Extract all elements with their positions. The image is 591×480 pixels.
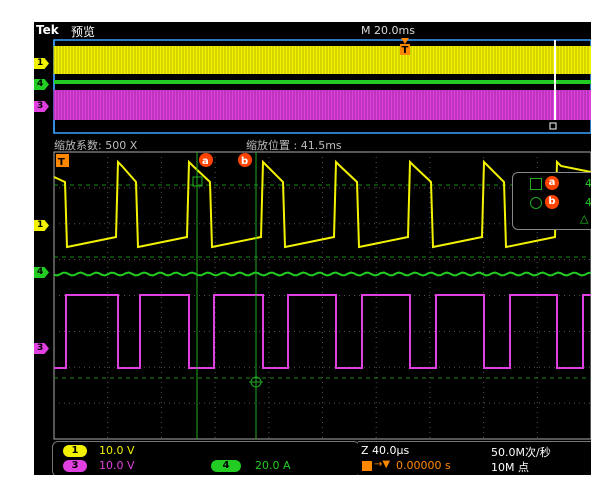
trigger-marker-icon [401,38,409,44]
cursor-a-marker [199,153,213,167]
trigger-t-icon [400,44,410,55]
zoom-factor-label: 缩放系数: 500 X [54,139,138,152]
ch4-zoom-marker[interactable]: 4 [34,267,49,278]
ch4-overview-marker[interactable]: 4 [34,79,49,90]
waveform-display[interactable]: T a b T [34,22,591,475]
sample-rate: 50.0M次/秒 [491,446,551,459]
ch1-waveform [53,159,591,249]
zoom-trigger-icon [56,154,69,167]
trigger-arrow-icon: →▼ [374,459,391,470]
cursor-a-readout-icon [530,178,542,190]
trigger-position-icon [362,461,372,471]
zoom-scale: Z 40.0µs [361,444,410,457]
cursor-readout-panel[interactable]: a 4 b 4 △ [512,172,591,230]
zoom-position-label: 缩放位置 : 41.5ms [246,139,342,152]
ch4-waveform [53,271,591,277]
cursor-b-label: b [241,156,248,167]
mode-label: 预览 [71,25,96,39]
cursor-b-readout-badge: b [545,195,559,209]
cursor-b-readout-icon [530,197,542,209]
brand-logo: Tek [36,23,59,37]
cursor-a-readout-badge: a [545,176,559,190]
cursor-b-readout: 4 [585,196,591,209]
cursor-b-marker [238,153,252,167]
trigger-t-glyph: T [402,45,409,56]
grid-lines [54,152,591,439]
ch1-overview-marker[interactable]: 1 [34,58,49,69]
cursor-a-square [192,176,203,187]
ch3-badge[interactable]: 3 [63,460,87,472]
trigger-position: 0.00000 s [396,459,451,472]
delta-icon: △ [580,212,589,225]
ch4-badge[interactable]: 4 [211,460,241,472]
ch3-scale: 10.0 V [99,459,135,472]
ch3-waveform [54,294,591,369]
ch4-scale: 20.0 A [255,459,291,472]
scope-screen: Tek 预览 M 20.0ms T a b [34,22,591,475]
timebase-readout: M 20.0ms [361,24,415,37]
ch1-zoom-marker[interactable]: 1 [34,220,49,231]
cursor-a-label: a [202,156,209,167]
ch3-zoom-marker[interactable]: 3 [34,343,49,354]
status-bar: Tek 预览 M 20.0ms [34,22,591,40]
vertical-settings-panel[interactable]: 1 10.0 V 3 10.0 V 4 20.0 A [52,441,360,475]
zoom-trigger-glyph: T [58,157,65,168]
cursor-a-readout: 4 [585,177,591,190]
ch3-overview-marker[interactable]: 3 [34,101,49,112]
horizontal-settings-panel[interactable]: Z 40.0µs 50.0M次/秒 →▼ 0.00000 s 10M 点 [358,441,591,475]
ch1-badge[interactable]: 1 [63,445,87,457]
record-length: 10M 点 [491,461,529,474]
overview-ch4-trace [54,80,591,84]
ch1-scale: 10.0 V [99,444,135,457]
overview-ch3-hatch [53,90,589,120]
zoom-box-icon [549,122,557,130]
